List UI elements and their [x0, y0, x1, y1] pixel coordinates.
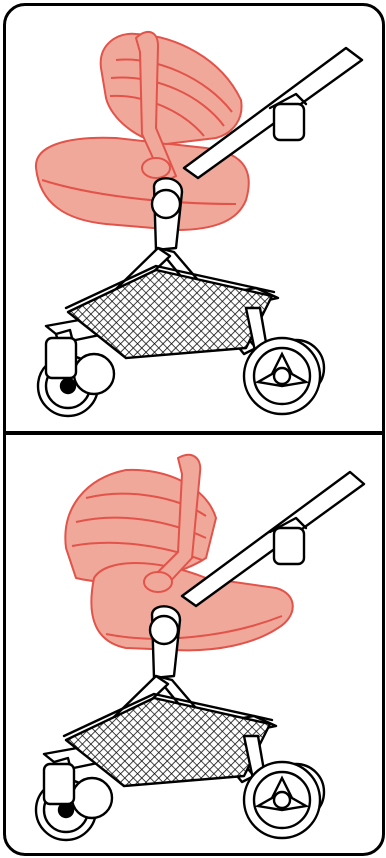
- rear-wheels: [244, 338, 324, 414]
- storage-basket: [68, 270, 272, 358]
- stroller-with-car-seat-forward-facing: [6, 438, 382, 858]
- front-wheels: [36, 764, 112, 840]
- front-wheels: [38, 338, 114, 416]
- storage-basket: [66, 698, 270, 786]
- car-seat-canopy: [101, 34, 242, 144]
- cup-holder: [274, 528, 304, 564]
- cup-holder: [274, 104, 304, 140]
- car-seat: [36, 32, 249, 230]
- panel-divider: [6, 431, 382, 435]
- panel-bottom-stroller-illustration: [6, 438, 382, 858]
- rear-wheels: [244, 762, 324, 838]
- panel-top-stroller-illustration: [6, 8, 382, 428]
- stroller-with-car-seat-rear-facing: [6, 8, 382, 428]
